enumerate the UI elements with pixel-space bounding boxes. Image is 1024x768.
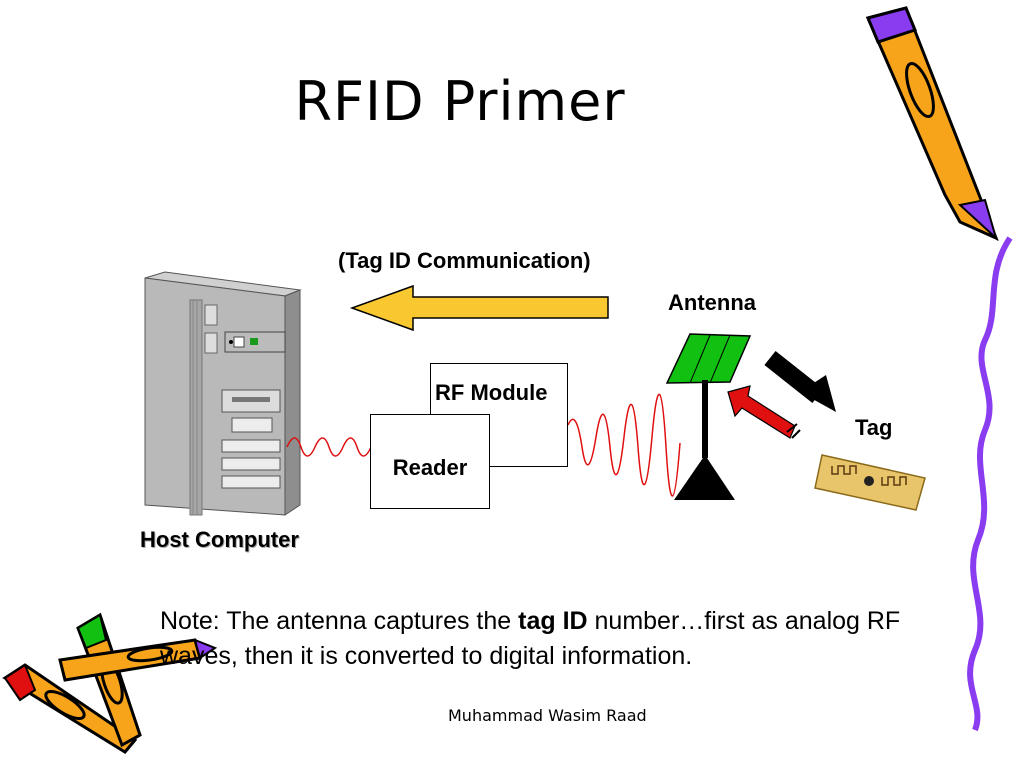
- pencil-icon: [58, 638, 218, 682]
- note-text-bold: tag ID: [518, 607, 588, 635]
- note-text: Note: The antenna captures the tag ID nu…: [160, 604, 980, 674]
- signal-wave-right: [567, 393, 681, 497]
- reader-label: Reader: [392, 455, 468, 480]
- slide-title: RFID Primer: [294, 70, 626, 133]
- computer-tower-icon: [144, 271, 302, 516]
- tag-label: Tag: [855, 415, 893, 440]
- antenna-label: Antenna: [668, 290, 756, 315]
- reader-box: Reader: [370, 414, 490, 509]
- signal-wave-left: [286, 437, 384, 457]
- antenna-icon: [665, 333, 752, 500]
- pencil-icon: [2, 663, 138, 754]
- rf-module-label: RF Module: [435, 380, 548, 405]
- purple-wavy-border: [967, 236, 1013, 732]
- note-text-end: number…first as analog RF waves, then it…: [160, 607, 901, 670]
- footer-author: Muhammad Wasim Raad: [448, 706, 647, 725]
- query-arrow: [764, 350, 836, 412]
- communication-label: (Tag ID Communication): [338, 248, 591, 273]
- pencil-icon: [865, 6, 999, 242]
- host-computer-label: Host Computer: [140, 527, 299, 552]
- note-text-start: Note: The antenna captures the: [160, 607, 519, 635]
- communication-arrow: [349, 284, 609, 332]
- tag-chip-icon: [814, 454, 926, 511]
- response-arrow: [727, 385, 801, 439]
